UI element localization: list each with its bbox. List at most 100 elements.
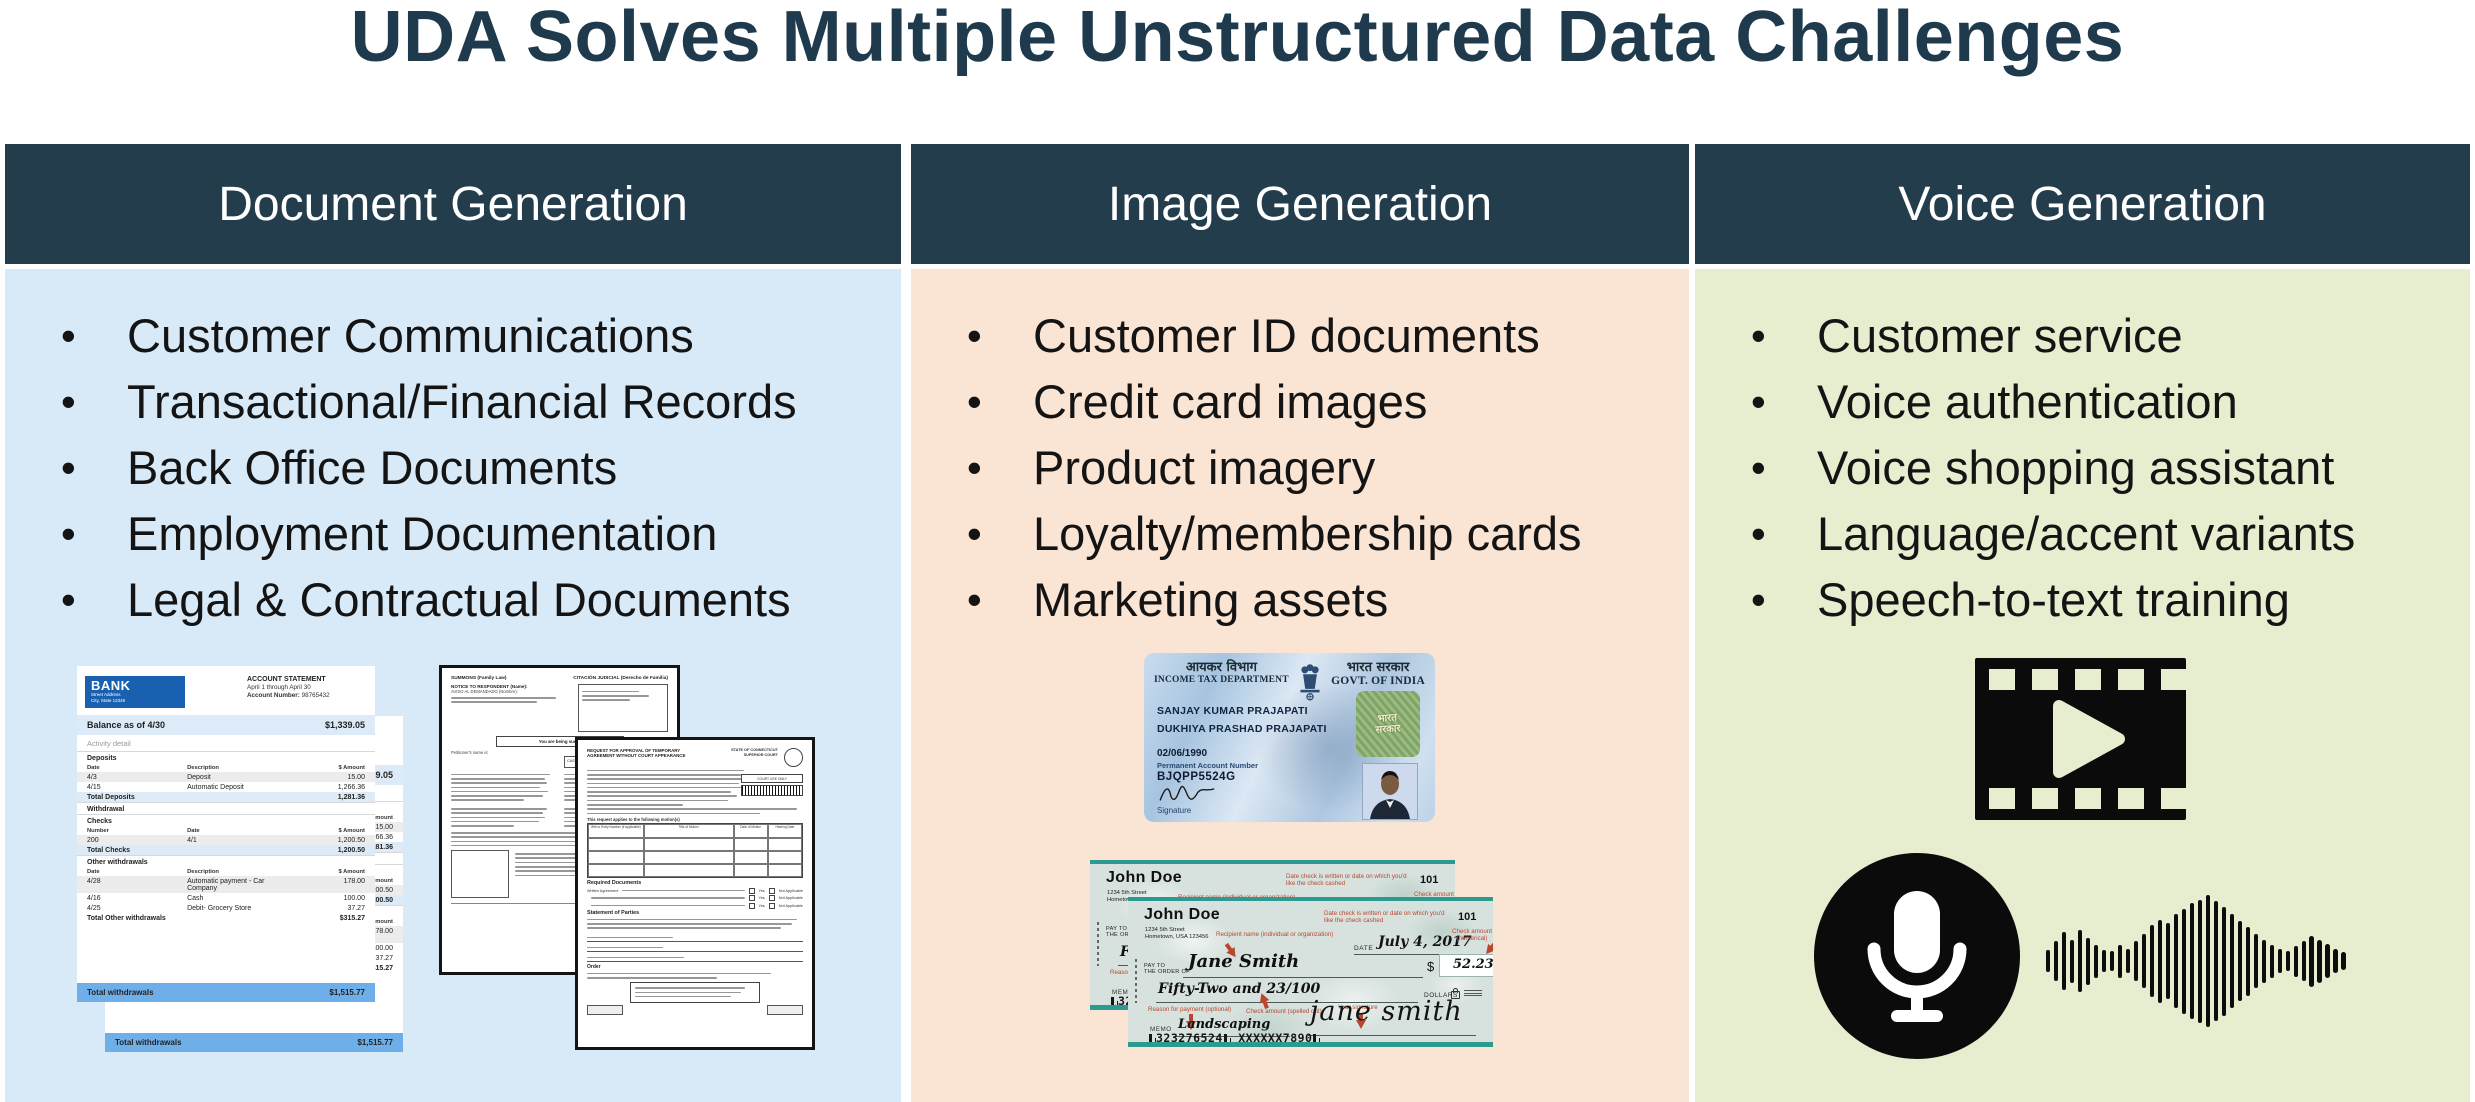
text-line xyxy=(451,807,548,810)
court-seal-box xyxy=(451,850,509,899)
statement-section: Checks xyxy=(77,814,375,826)
text-line xyxy=(587,778,743,780)
bullet-list: Customer serviceVoice authenticationVoic… xyxy=(1695,269,2470,633)
table-cell xyxy=(767,863,802,877)
bullet-item: Language/accent variants xyxy=(1751,501,2460,567)
waveform-bar xyxy=(2046,950,2051,972)
statement-grand-total-row: Total withdrawals$1,515.77 xyxy=(105,1033,403,1052)
text-line xyxy=(587,782,739,785)
statement-section: Deposits xyxy=(77,751,375,763)
waveform-bar xyxy=(2053,941,2059,981)
text-line xyxy=(587,791,731,793)
table-cell xyxy=(733,850,768,864)
waveform-bar xyxy=(2277,949,2282,973)
date-label: DATE xyxy=(1354,945,1374,952)
checkbox xyxy=(748,887,755,894)
table-cell xyxy=(733,837,768,851)
pan-dept-block: आयकर विभाग INCOME TAX DEPARTMENT xyxy=(1154,661,1289,707)
waveform-bar xyxy=(2093,944,2099,978)
check-memo: Landscaping xyxy=(1178,1017,1271,1032)
waveform-bar xyxy=(2077,930,2083,992)
waveform-bar xyxy=(2253,934,2258,988)
annotation-amount-words: Check amount (spelled out) xyxy=(1246,1008,1322,1015)
microphone-icon xyxy=(1814,853,2020,1064)
annotation-date: Date check is written or date on which y… xyxy=(1324,910,1445,925)
waveform-bar xyxy=(2309,935,2314,987)
text-line xyxy=(635,991,741,994)
bullet-item: Loyalty/membership cards xyxy=(967,501,1679,567)
text-line xyxy=(587,799,728,802)
bullet-item: Marketing assets xyxy=(967,567,1679,633)
text-line xyxy=(451,820,539,823)
waveform-bar xyxy=(2229,914,2235,1008)
document-generation-panel: Customer CommunicationsTransactional/Fin… xyxy=(5,269,901,1102)
waveform-bar xyxy=(2301,941,2306,981)
bullet-item: Product imagery xyxy=(967,435,1679,501)
waveform-bar xyxy=(2205,895,2211,1027)
signature-row xyxy=(587,932,803,942)
check-signature: jane smith xyxy=(1310,996,1463,1027)
checkbox-row: Yes Not Applicable xyxy=(587,895,803,902)
table-cell xyxy=(588,863,644,877)
statement-activity-label: Activity detail xyxy=(87,739,131,748)
waveform-bar xyxy=(2237,921,2243,1001)
text-line xyxy=(451,773,551,776)
bank-logo: BANK Street Address City, State 12345 xyxy=(85,676,185,708)
bullet-item: Employment Documentation xyxy=(61,501,891,567)
table-cell xyxy=(643,863,734,877)
check-edge-marks xyxy=(1135,959,1137,1003)
pan-dept-english: INCOME TAX DEPARTMENT xyxy=(1154,675,1289,685)
pan-signature-label: Signature xyxy=(1157,806,1192,815)
annotation-signature: Your signature xyxy=(1338,1004,1378,1011)
annotation-recipient: Recipient name (individual or organizati… xyxy=(1216,931,1334,938)
waveform-bar xyxy=(2101,950,2107,972)
text-line xyxy=(635,995,731,998)
statement-header: BANK Street Address City, State 12345 AC… xyxy=(77,666,375,712)
statement-grand-total-row: Total withdrawals$1,515.77 xyxy=(77,983,375,1002)
bullet-item: Legal & Contractual Documents xyxy=(61,567,891,633)
checkbox-row: Yes Not Applicable xyxy=(587,902,803,909)
court-seal-icon xyxy=(784,748,803,767)
check-amount: 52.23 xyxy=(1453,957,1493,972)
text-line xyxy=(587,786,741,789)
bullet-item: Credit card images xyxy=(967,369,1679,435)
reset-form-button xyxy=(767,1005,803,1016)
table-cell xyxy=(643,850,734,864)
table-cell xyxy=(643,837,734,851)
table-cell xyxy=(767,837,802,851)
waveform-bar xyxy=(2061,932,2067,990)
pan-dob: 02/06/1990 xyxy=(1157,748,1208,759)
waveform-bar xyxy=(2293,945,2298,977)
text-line xyxy=(451,795,543,797)
statement-section: Other withdrawals xyxy=(77,855,375,867)
bank-name: BANK xyxy=(91,678,131,693)
text-line xyxy=(451,812,543,814)
image-generation-panel: Customer ID documentsCredit card imagesP… xyxy=(911,269,1689,1102)
waveform-bar xyxy=(2069,939,2075,983)
text-line xyxy=(587,769,744,772)
bullet-list: Customer CommunicationsTransactional/Fin… xyxy=(5,269,901,633)
bullet-item: Speech-to-text training xyxy=(1751,567,2460,633)
padlock-icon xyxy=(1451,988,1460,999)
text-line xyxy=(451,782,548,784)
waveform-bar xyxy=(2197,899,2203,1023)
waveform-bar xyxy=(2149,925,2155,997)
text-line xyxy=(451,786,540,789)
bullet-item: Transactional/Financial Records xyxy=(61,369,891,435)
pan-holder-name: SANJAY KUMAR PRAJAPATI xyxy=(1157,705,1308,717)
ashoka-emblem-icon xyxy=(1297,662,1323,707)
text-line xyxy=(451,799,525,801)
barcode xyxy=(741,785,803,796)
column-header-document-generation: Document Generation xyxy=(5,144,901,264)
text-line xyxy=(451,825,514,827)
bullet-item: Customer Communications xyxy=(61,303,891,369)
page-title: UDA Solves Multiple Unstructured Data Ch… xyxy=(350,0,2125,77)
required-documents-heading: Required Documents xyxy=(587,879,642,886)
